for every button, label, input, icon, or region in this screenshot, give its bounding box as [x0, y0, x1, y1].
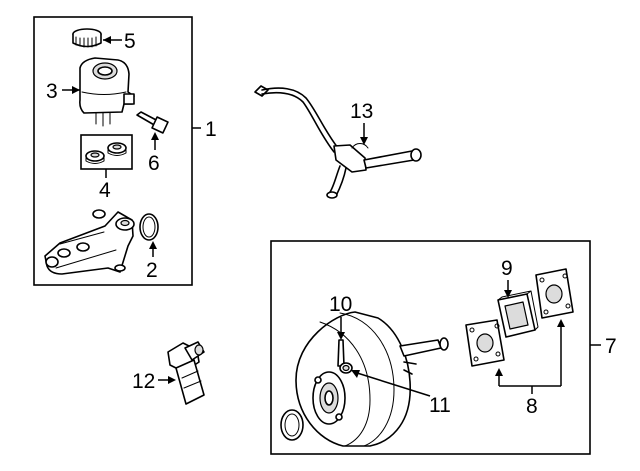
brake-booster-group-box [270, 240, 591, 455]
callout-8[interactable]: 8 [526, 395, 538, 418]
master-cylinder-group-box [33, 16, 193, 286]
callout-6[interactable]: 6 [148, 152, 160, 175]
vacuum-hose[interactable] [254, 85, 422, 199]
callout-8-arrowhead-left [495, 368, 503, 376]
callout-5-arrowhead [103, 36, 111, 44]
callout-11-arrowhead [351, 370, 360, 378]
callout-9-arrowhead [504, 290, 512, 298]
callout-13[interactable]: 13 [350, 100, 373, 123]
callout-13-arrowhead [360, 137, 368, 145]
callout-6-arrowhead [151, 132, 159, 140]
callout-8-arrowhead-right [557, 319, 565, 327]
callout-12[interactable]: 12 [132, 370, 155, 393]
check-valve-grommet[interactable] [339, 362, 353, 374]
booster-gasket-rear[interactable] [535, 268, 574, 319]
callout-12-arrowhead [168, 376, 176, 384]
gasket-spacer[interactable] [497, 290, 539, 338]
vacuum-sensor[interactable] [337, 339, 345, 367]
callout-5[interactable]: 5 [124, 30, 136, 53]
callout-7[interactable]: 7 [605, 335, 617, 358]
reservoir[interactable] [79, 57, 135, 127]
reservoir-grommets[interactable] [85, 142, 127, 164]
callout-4[interactable]: 4 [99, 179, 111, 202]
callout-11[interactable]: 11 [429, 394, 451, 417]
callout-2-arrowhead [149, 241, 157, 249]
callout-3-arrowhead [72, 86, 80, 94]
brake-booster[interactable] [295, 311, 449, 447]
reservoir-cap[interactable] [72, 28, 102, 48]
booster-seal-ring[interactable] [280, 409, 304, 441]
callout-9[interactable]: 9 [501, 257, 513, 280]
callout-10-arrowhead [337, 332, 345, 340]
callout-3[interactable]: 3 [46, 80, 58, 103]
fluid-level-sensor[interactable] [136, 111, 169, 134]
booster-gasket-front[interactable] [465, 319, 505, 367]
callout-11-leader [353, 371, 431, 397]
callout-1[interactable]: 1 [205, 118, 217, 141]
o-ring[interactable] [139, 213, 159, 241]
callout-2[interactable]: 2 [146, 259, 158, 282]
pressure-sensor[interactable] [167, 341, 205, 405]
master-cylinder[interactable] [44, 209, 135, 275]
callout-10[interactable]: 10 [329, 293, 352, 316]
